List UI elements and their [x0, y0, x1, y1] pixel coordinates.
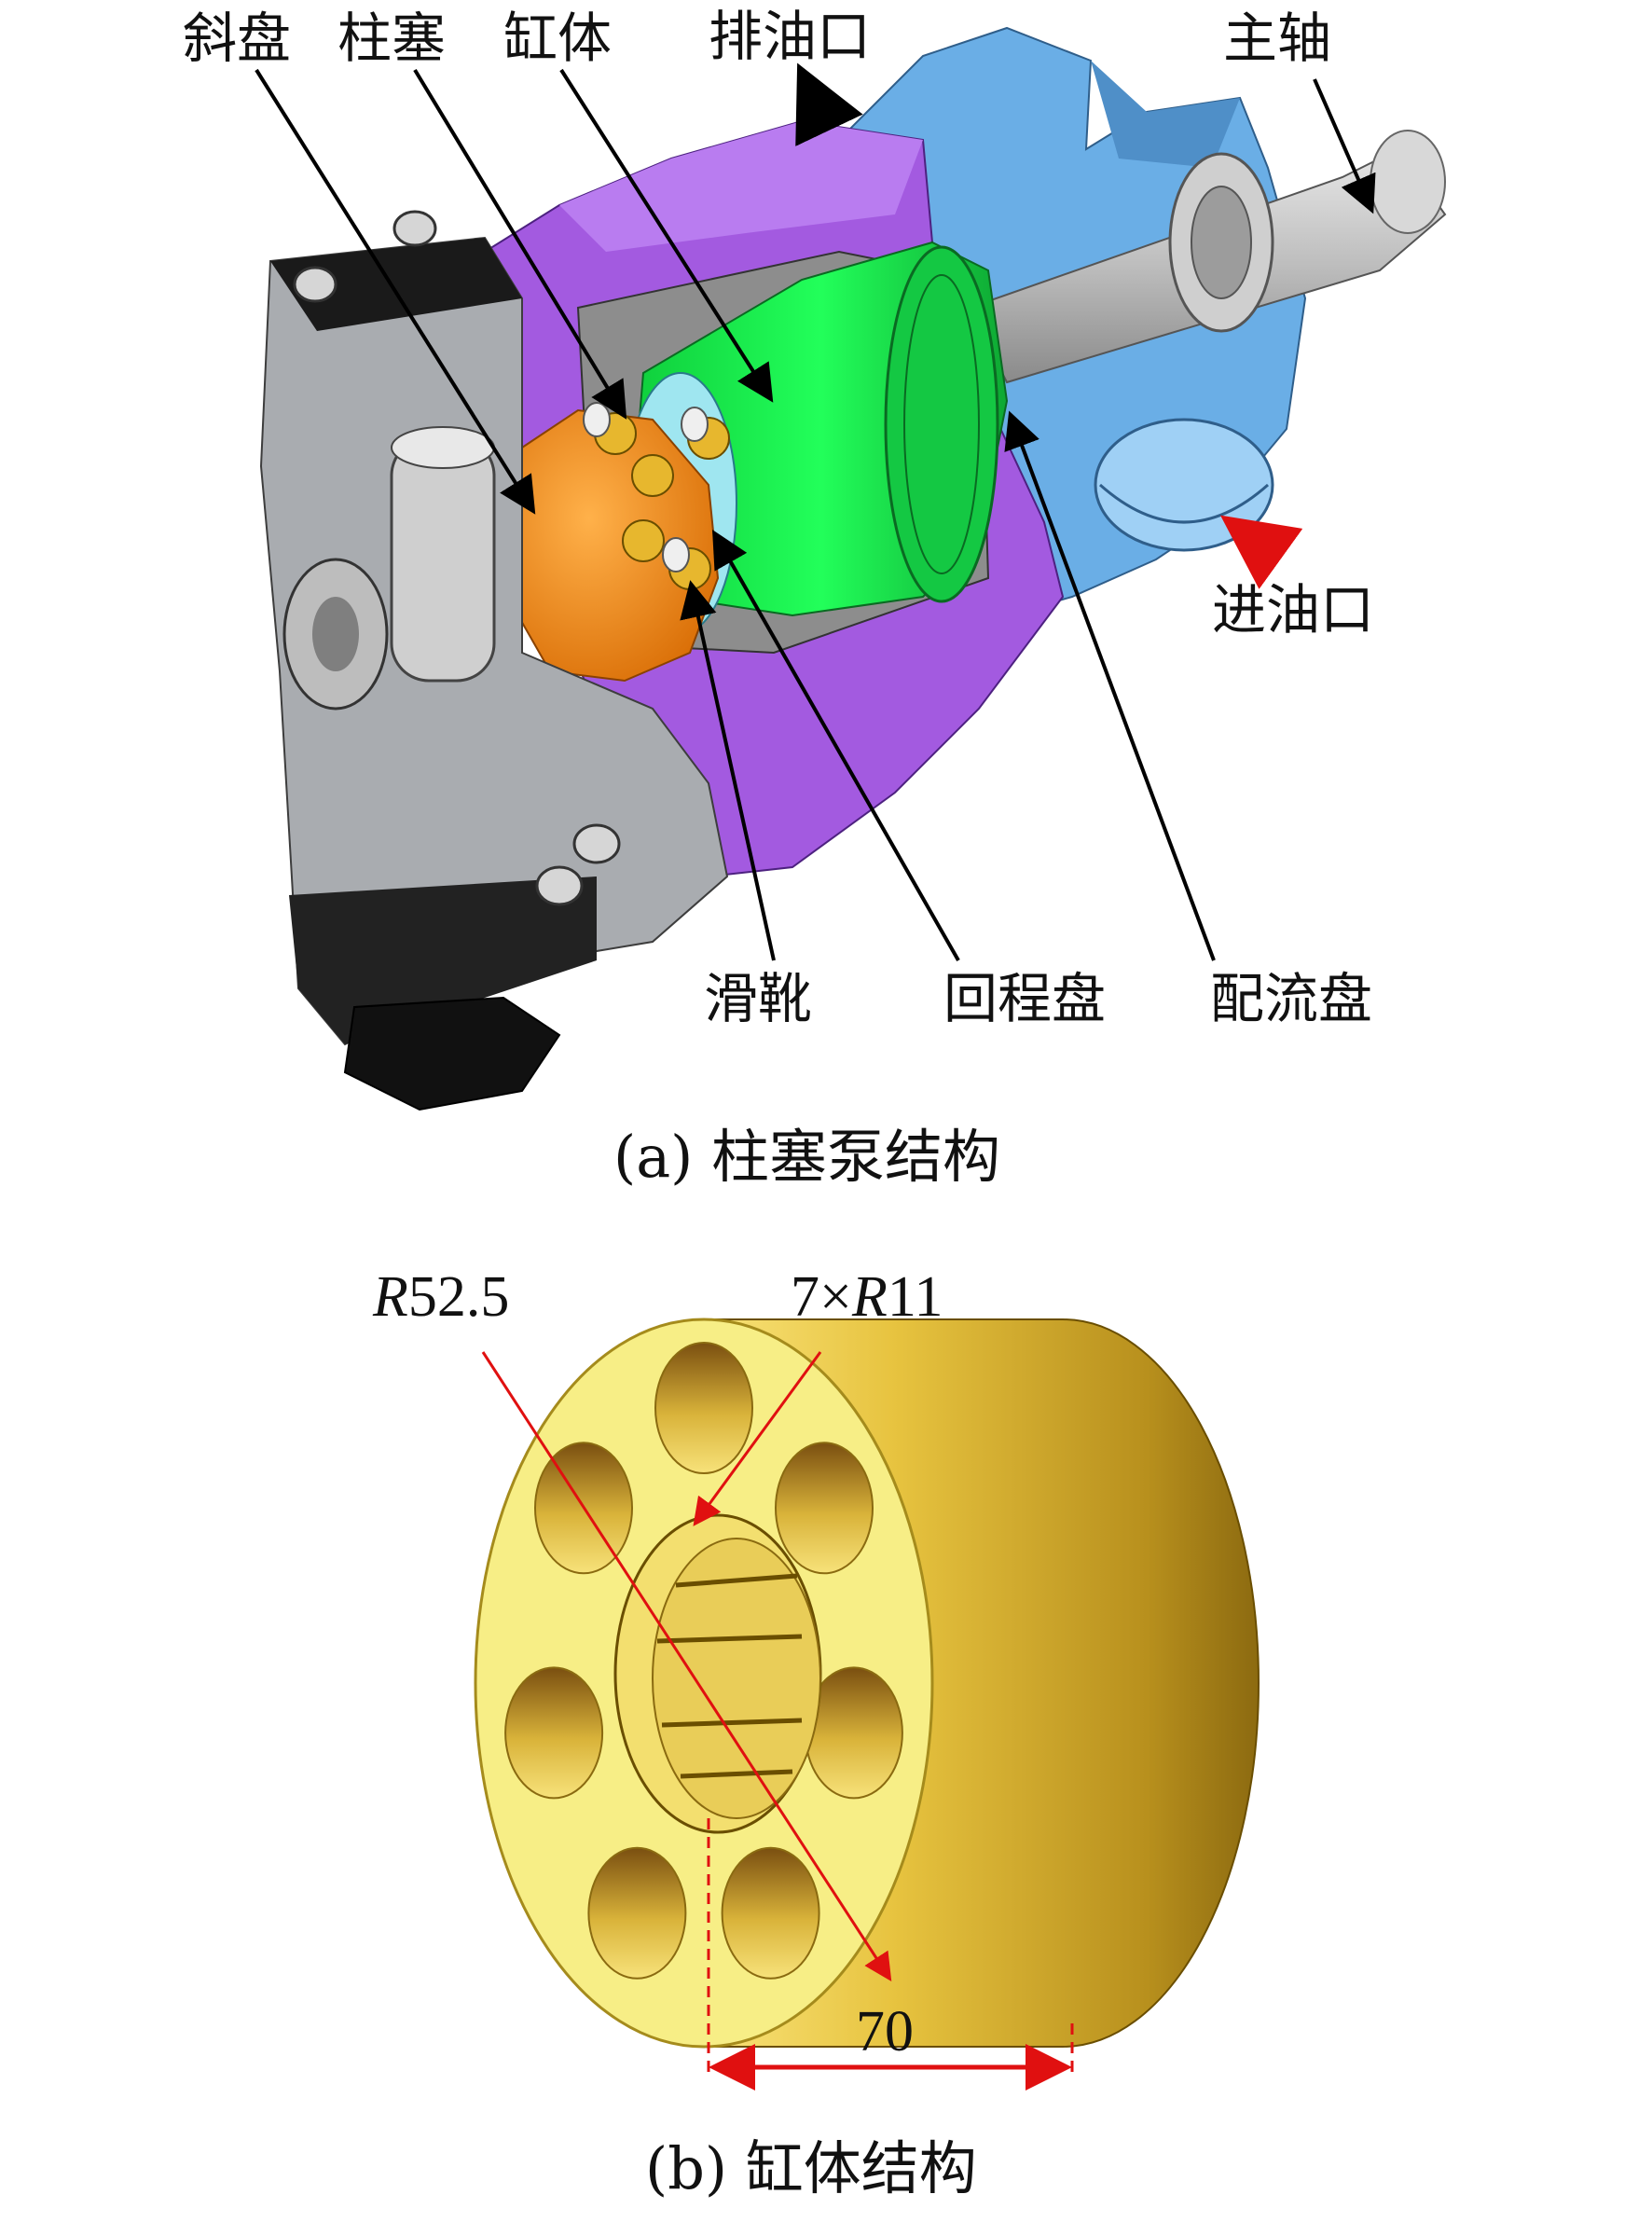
- dim-radius-prefix: R: [373, 1265, 408, 1329]
- label-outlet: 排油口: [709, 5, 872, 68]
- caption-a: (a) 柱塞泵结构: [613, 1123, 1001, 1191]
- label-return-plate: 回程盘: [943, 967, 1107, 1030]
- housing-blue-shade: [1091, 61, 1240, 168]
- control-spool: [390, 436, 496, 683]
- leader-plunger: [413, 68, 627, 420]
- dim-radius-line: [481, 1351, 892, 1982]
- label-valve-plate: 配流盘: [1210, 967, 1373, 1030]
- dim-bore-line: [693, 1351, 822, 1526]
- label-inlet: 进油口: [1212, 578, 1375, 642]
- dim-bores-label: 7×R11: [791, 1268, 943, 1326]
- label-slipper: 滑靴: [704, 967, 813, 1030]
- piston-bores: [504, 1342, 903, 1980]
- bolt-heads: [293, 210, 621, 906]
- leader-return-plate: [712, 530, 960, 961]
- dim-radius-value: 52.5: [407, 1265, 510, 1329]
- dim-length-label: 70: [856, 2000, 914, 2063]
- leader-cylinder: [559, 68, 774, 403]
- piston-bore: [504, 1666, 604, 1800]
- cylinder-block-illustration: [474, 1318, 1260, 2049]
- piston-bore: [775, 1442, 874, 1575]
- label-shaft: 主轴: [1223, 7, 1332, 70]
- leader-slipper: [680, 580, 776, 961]
- caption-b: (b) 缸体结构: [645, 2134, 977, 2202]
- adjust-knob: [343, 996, 561, 1111]
- label-swashplate: 斜盘: [183, 7, 292, 70]
- piston-pump-illustration: [259, 26, 1447, 1111]
- dim-bores-prefix: R: [851, 1265, 888, 1329]
- piston-bore: [587, 1846, 687, 1980]
- dim-bores-value: 11: [887, 1265, 943, 1329]
- label-plunger: 柱塞: [337, 7, 447, 70]
- label-cylinder: 缸体: [503, 7, 613, 70]
- leader-shaft: [1313, 78, 1376, 214]
- leader-swashplate: [255, 68, 536, 515]
- piston-bore: [721, 1846, 820, 1980]
- dim-bores-count: 7×: [791, 1265, 852, 1329]
- inlet-flow-arrow: [1220, 515, 1303, 589]
- leader-lines-a: [255, 68, 1376, 961]
- outlet-flow-arrow: [795, 62, 863, 146]
- leader-valve-plate: [1004, 410, 1216, 961]
- dim-radius-label: R52.5: [373, 1268, 509, 1326]
- dimension-lines-b: [481, 1351, 1074, 2091]
- piston-bore: [654, 1342, 753, 1474]
